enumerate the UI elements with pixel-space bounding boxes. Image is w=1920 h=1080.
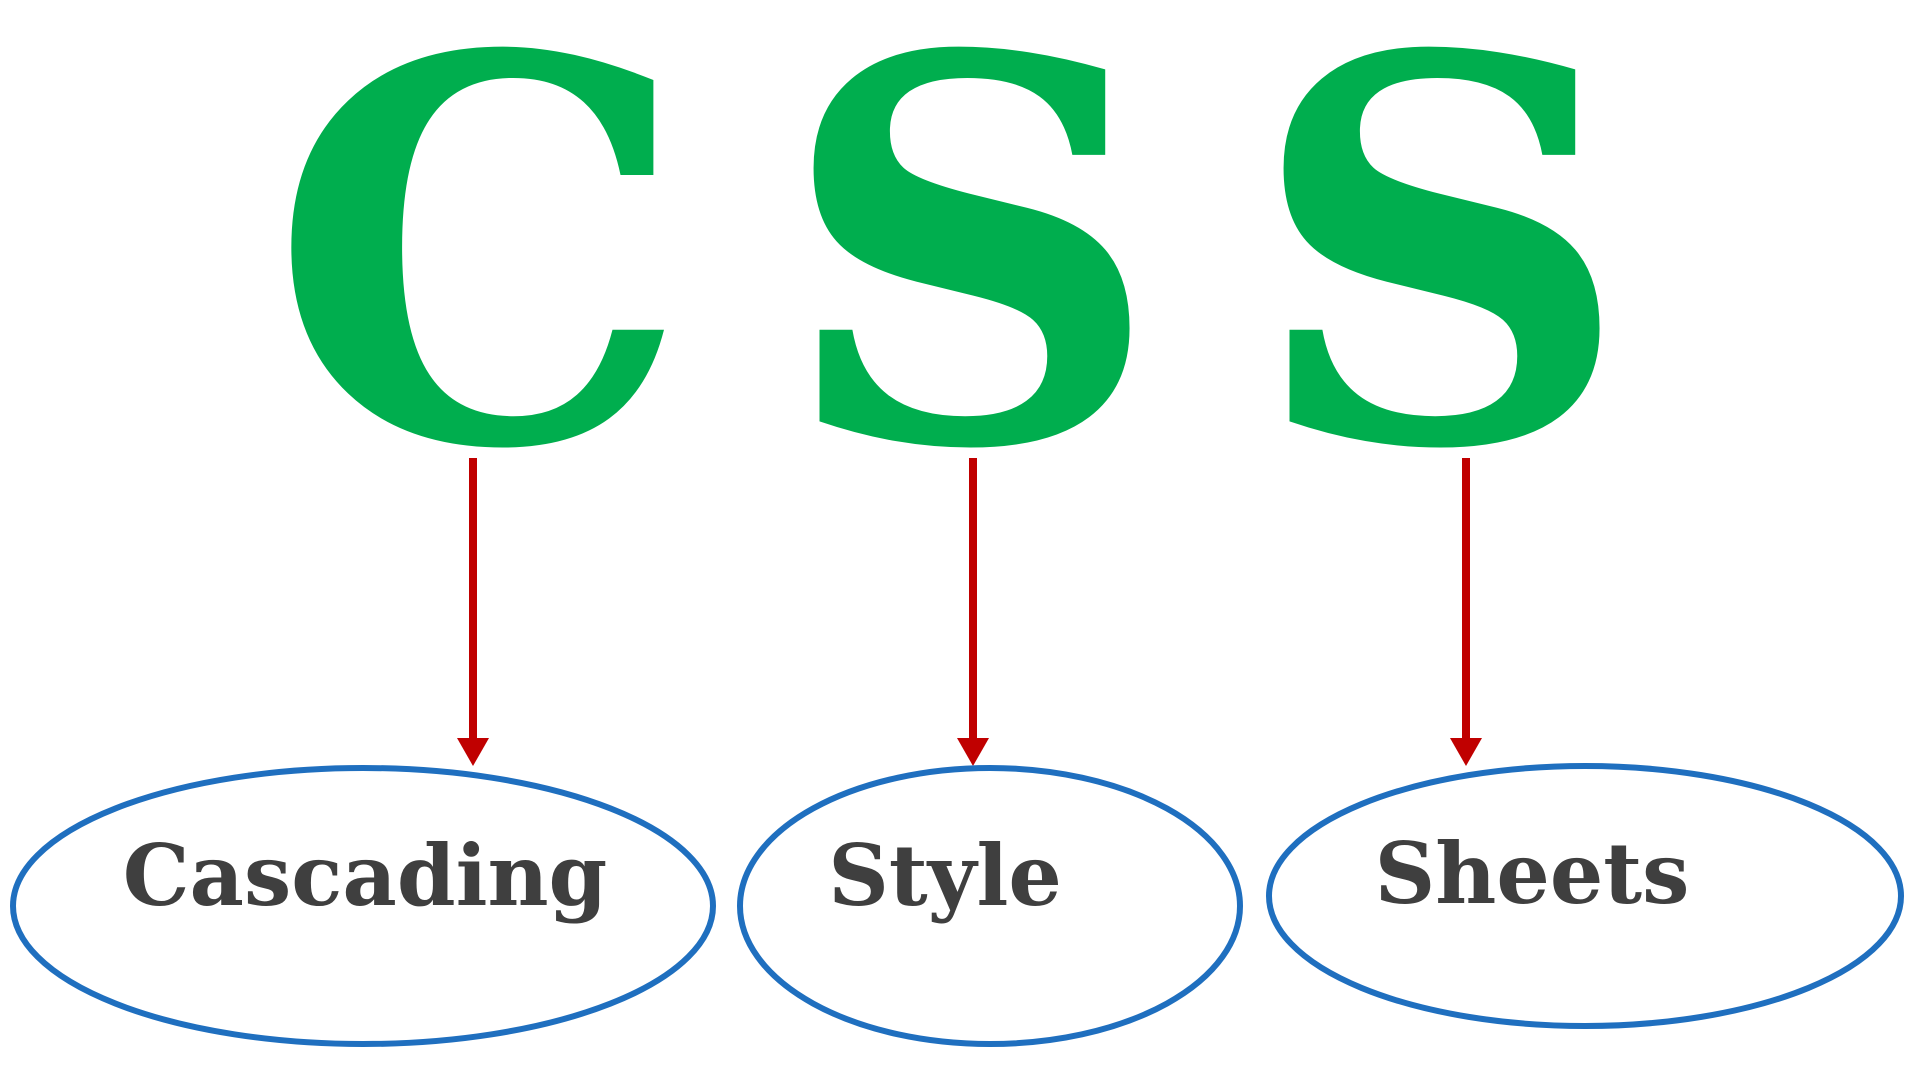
label-sheets: Sheets [1375, 824, 1690, 923]
label-style: Style [828, 826, 1062, 925]
arrowhead-s-style [957, 738, 989, 766]
ellipse-cascading [10, 765, 716, 1047]
label-cascading: Cascading [123, 826, 608, 925]
arrowhead-s-sheets [1450, 738, 1482, 766]
ellipse-sheets [1266, 763, 1904, 1029]
letter-s-sheets: S [1249, 0, 1632, 565]
letter-c: C [269, 0, 691, 565]
arrowhead-c [457, 738, 489, 766]
ellipse-style [737, 765, 1243, 1047]
